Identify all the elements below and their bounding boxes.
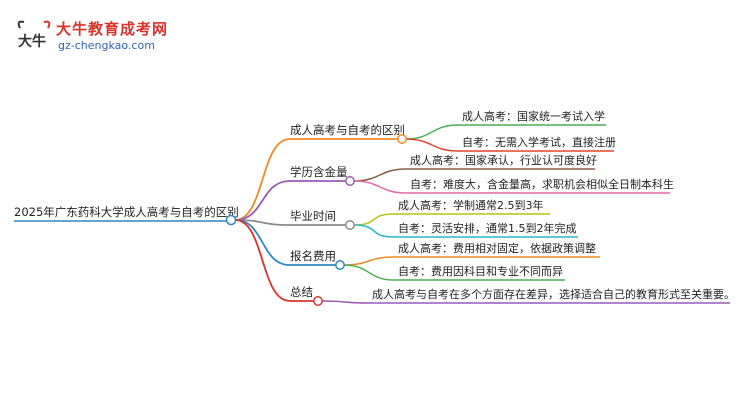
branch-label-4: 报名费用: [290, 249, 336, 263]
branch-label-3: 毕业时间: [290, 209, 336, 223]
leaf-label-4-2: 自考：费用因科目和专业不同而异: [398, 264, 563, 278]
leaf-edge-4-1: [343, 256, 395, 266]
branch-label-1: 成人高考与自考的区别: [290, 123, 405, 137]
bull-emblem-icon: 大牛: [17, 20, 51, 50]
leaf-edge-1-2: [405, 138, 459, 152]
branch-dot-5[interactable]: [313, 296, 323, 306]
site-url: gz-chengkao.com: [58, 39, 155, 52]
leaf-label-2-2: 自考：难度大，含金量高，求职机会相似全日制本科生: [410, 177, 674, 191]
branch-dot-1[interactable]: [397, 134, 407, 144]
leaf-edge-4-2: [343, 264, 395, 281]
leaf-edge-1-1: [405, 124, 459, 140]
leaf-label-4-1: 成人高考：费用相对固定，依据政策调整: [398, 241, 596, 255]
leaf-label-3-1: 成人高考：学制通常2.5到3年: [398, 198, 544, 212]
branch-edge-5: [234, 219, 291, 302]
branch-dot-3[interactable]: [345, 220, 355, 230]
branch-edge-2: [234, 180, 291, 221]
leaf-label-3-2: 自考：灵活安排，通常1.5到2年完成: [398, 221, 577, 235]
branch-edge-1: [234, 138, 291, 221]
mindmap-nodes: 2025年广东药科大学成人高考与自考的区别 成人高考与自考的区别 成人高考：国家统…: [14, 109, 735, 306]
leaf-edge-2-2: [353, 180, 407, 194]
leaf-label-1-2: 自考：无需入学考试，直接注册: [462, 135, 616, 149]
site-logo: 大牛 大牛教育成考网 gz-chengkao.com: [14, 16, 167, 58]
branch-dot-4[interactable]: [335, 260, 345, 270]
leaf-edge-2-1: [353, 168, 407, 182]
branch-label-5: 总结: [290, 285, 313, 299]
emblem-char-1: 大牛: [18, 33, 46, 50]
branch-label-2: 学历含金量: [290, 165, 348, 179]
leaf-edge-3-2: [353, 224, 395, 238]
leaf-label-1-1: 成人高考：国家统一考试入学: [462, 109, 605, 123]
branch-dot-2[interactable]: [345, 176, 355, 186]
leaf-edge-3-1: [353, 213, 395, 226]
leaf-edge-5-1: [321, 300, 369, 304]
root-node-label: 2025年广东药科大学成人高考与自考的区别: [14, 205, 239, 219]
mindmap-edges: [234, 124, 730, 304]
leaf-label-2-1: 成人高考：国家承认，行业认可度良好: [410, 153, 597, 167]
site-name: 大牛教育成考网: [56, 20, 169, 38]
root-node-dot[interactable]: [225, 214, 237, 226]
leaf-label-5-1: 成人高考与自考在多个方面存在差异，选择适合自己的教育形式至关重要。: [372, 287, 735, 301]
